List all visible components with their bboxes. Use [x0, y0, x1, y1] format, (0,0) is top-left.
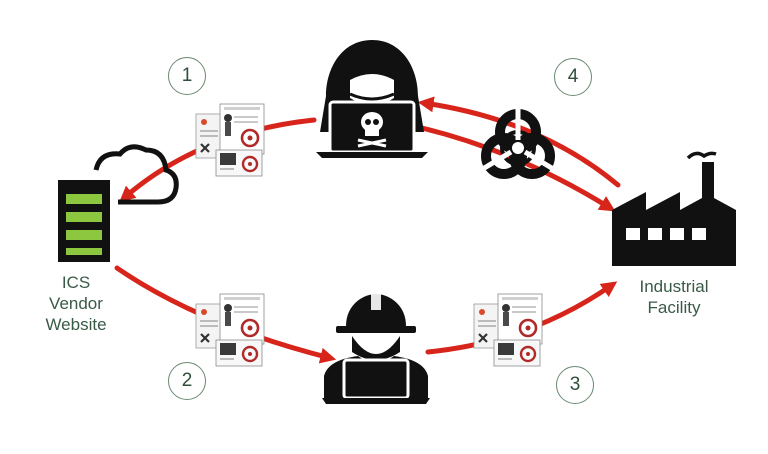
- hooded-hacker-skull-laptop-icon: [316, 40, 428, 158]
- infected-document-stack-icon: [194, 102, 266, 178]
- vendor-label-line-3: Website: [45, 315, 107, 334]
- factory-icon: [612, 151, 736, 266]
- step-3-badge: 3: [556, 366, 594, 404]
- biohazard-icon: [479, 106, 557, 179]
- hardhat-engineer-laptop-icon: [322, 292, 430, 404]
- infected-document-stack-icon: [194, 292, 266, 368]
- step-2-badge: 2: [168, 362, 206, 400]
- vendor-website-label: ICS Vendor Website: [22, 272, 130, 335]
- server-cloud-icon: [58, 144, 179, 262]
- facility-label-line-1: Industrial: [639, 277, 709, 296]
- facility-label-line-2: Facility: [647, 298, 701, 317]
- step-1-badge: 1: [168, 57, 206, 95]
- infected-document-stack-icon: [472, 292, 544, 368]
- vendor-label-line-2: Vendor: [49, 294, 103, 313]
- vendor-label-line-1: ICS: [61, 273, 91, 292]
- arrow-facility-to-attacker: [417, 96, 621, 188]
- industrial-facility-label: Industrial Facility: [612, 276, 736, 318]
- step-4-badge: 4: [554, 58, 592, 96]
